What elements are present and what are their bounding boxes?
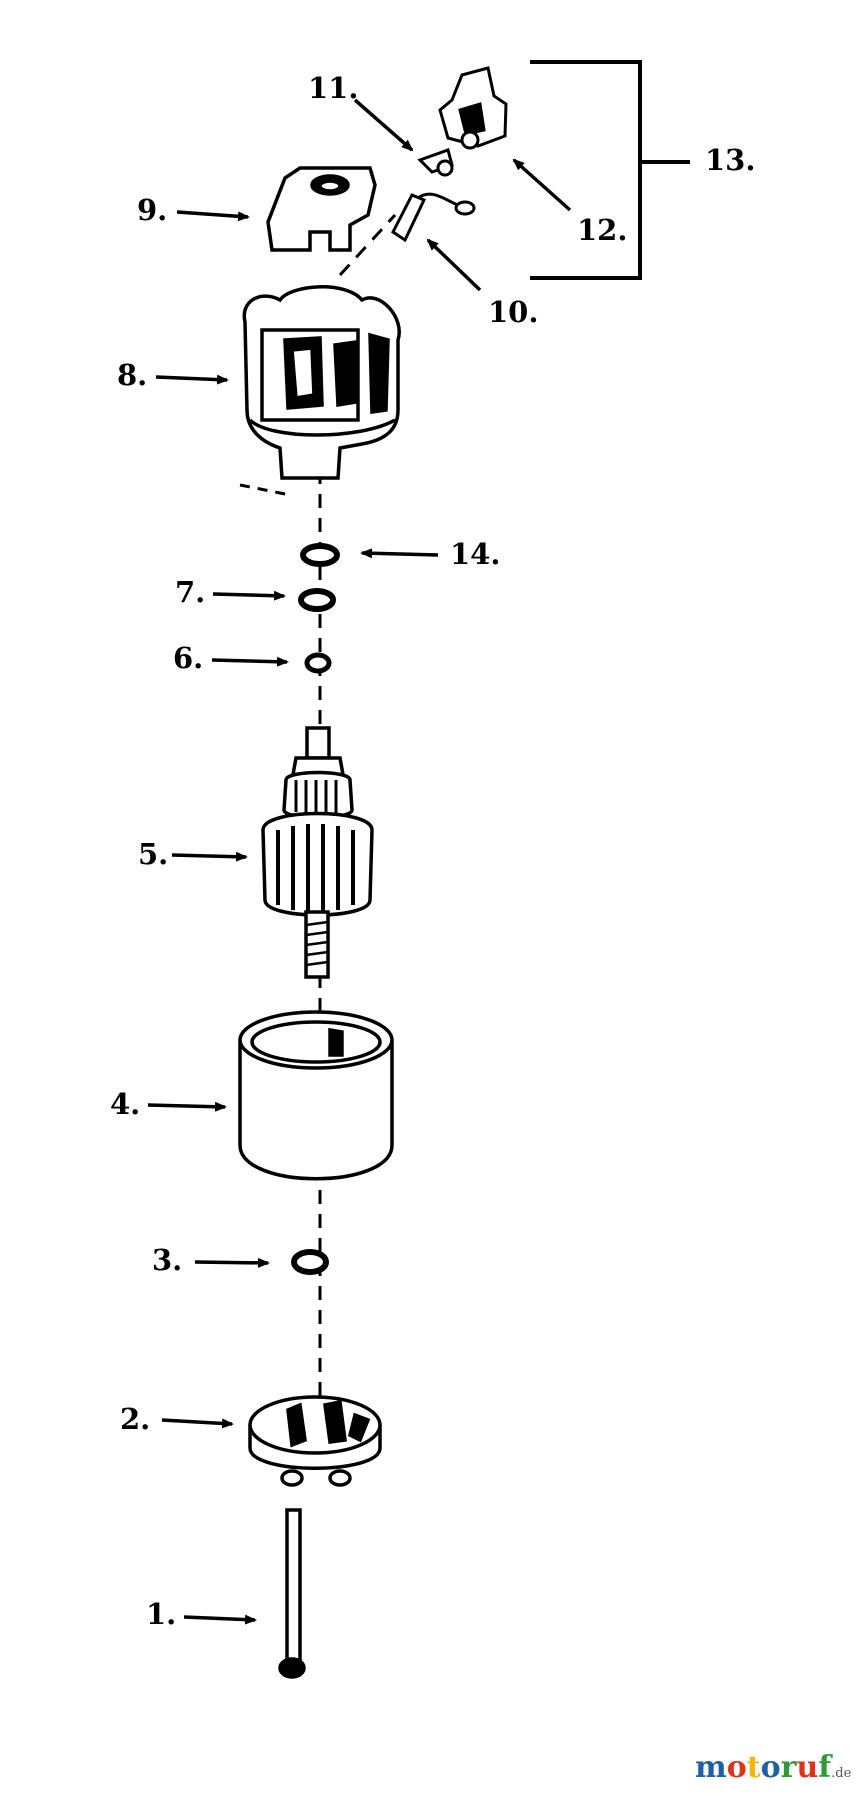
arrow-9 bbox=[176, 210, 250, 222]
arrow-2 bbox=[161, 1418, 234, 1429]
label-10: 10. bbox=[488, 295, 539, 329]
logo-letter: r bbox=[780, 1750, 797, 1785]
arrow-8 bbox=[155, 374, 229, 385]
part-1-through-bolt bbox=[278, 1508, 306, 1679]
label-13: 13. bbox=[705, 143, 756, 177]
part-11-clip bbox=[417, 148, 454, 177]
logo-letter: f bbox=[818, 1750, 832, 1785]
part-4-frame bbox=[238, 1010, 394, 1181]
arrow-3 bbox=[194, 1257, 270, 1268]
part-2-end-cap bbox=[248, 1395, 382, 1487]
part-6-washer bbox=[304, 652, 332, 674]
label-12: 12. bbox=[577, 213, 628, 247]
label-4: 4. bbox=[110, 1087, 141, 1121]
arrow-5 bbox=[171, 851, 248, 862]
arrow-10 bbox=[426, 238, 482, 292]
arrow-1 bbox=[183, 1614, 257, 1625]
label-5: 5. bbox=[138, 837, 169, 871]
label-3: 3. bbox=[152, 1243, 183, 1277]
part-8-housing bbox=[242, 285, 401, 480]
part-7-washer bbox=[298, 588, 336, 612]
label-6: 6. bbox=[173, 641, 204, 675]
label-9: 9. bbox=[137, 193, 168, 227]
part-3-washer bbox=[291, 1249, 329, 1275]
motoruf-logo: motoruf.de bbox=[695, 1750, 851, 1785]
logo-letter: u bbox=[796, 1750, 819, 1785]
part-9-cover bbox=[266, 166, 377, 252]
callout-arrows bbox=[147, 98, 572, 1625]
arrow-14 bbox=[360, 548, 439, 559]
label-2: 2. bbox=[120, 1402, 151, 1436]
bracket-13 bbox=[530, 60, 690, 280]
part-10-terminal-lead bbox=[391, 192, 476, 243]
label-14: 14. bbox=[450, 537, 501, 571]
part-14-washer bbox=[300, 543, 340, 567]
arrow-4 bbox=[147, 1101, 227, 1112]
part-5-armature bbox=[261, 726, 374, 979]
label-11: 11. bbox=[308, 71, 359, 105]
part-12-switch bbox=[438, 66, 508, 150]
logo-letter: t bbox=[746, 1750, 761, 1785]
label-1: 1. bbox=[146, 1597, 177, 1631]
logo-suffix: .de bbox=[831, 1766, 852, 1781]
arrow-11 bbox=[353, 98, 414, 152]
logo-letter: o bbox=[726, 1750, 747, 1785]
logo-letter: m bbox=[695, 1750, 727, 1785]
label-7: 7. bbox=[175, 575, 206, 609]
label-8: 8. bbox=[117, 358, 148, 392]
arrow-12 bbox=[512, 158, 572, 212]
arrow-7 bbox=[212, 590, 286, 601]
arrow-6 bbox=[211, 656, 289, 667]
logo-letter: o bbox=[760, 1750, 781, 1785]
